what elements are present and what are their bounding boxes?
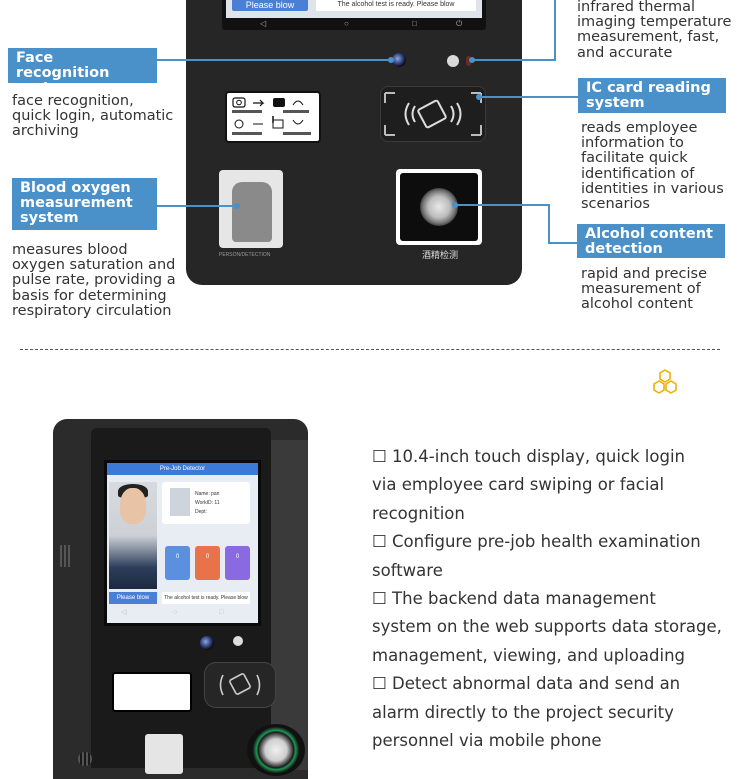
top-screen-message: The alcohol test is ready. Please blow xyxy=(316,0,476,11)
honeycomb-icon xyxy=(653,369,677,394)
infrared-connector-dot xyxy=(469,57,475,63)
bottom-blood-oxygen-sensor[interactable] xyxy=(145,734,183,774)
home-icon[interactable]: ○ xyxy=(344,19,349,28)
ic-card-description: reads employee information to facilitate… xyxy=(581,120,724,213)
top-screen-nav-bar: ◁ ○ □ ⏻ xyxy=(226,18,482,30)
ic-card-label: IC card reading system xyxy=(578,78,726,113)
feature-list: ☐ 10.4-inch touch display, quick login v… xyxy=(372,443,722,755)
bottom-sensor-icon xyxy=(233,636,243,646)
blood-oxygen-tile[interactable]: 0 xyxy=(195,546,220,580)
instruction-card xyxy=(225,91,321,143)
user-info-text: Name: pan WorkID: 11 Dept: xyxy=(195,491,220,515)
feature-line: via employee card swiping or facial xyxy=(372,475,665,495)
feature-line: recognition xyxy=(372,503,465,523)
infrared-sensor-led xyxy=(466,56,471,66)
spo2-caption: PERSON/DETECTION xyxy=(219,252,271,258)
home-icon[interactable]: ○ xyxy=(173,609,178,616)
infrared-connector-h xyxy=(474,59,556,61)
back-icon[interactable]: ◁ xyxy=(121,609,127,616)
feature-line: alarm directly to the project security xyxy=(372,702,674,722)
feature-line: management, viewing, and uploading xyxy=(372,645,686,665)
user-avatar xyxy=(170,488,190,516)
blood-oxygen-connector xyxy=(157,205,237,207)
alcohol-connector-v xyxy=(548,204,550,244)
bottom-blow-button[interactable]: Please blow xyxy=(109,592,157,604)
face-recognition-description: face recognition, quick login, automatic… xyxy=(12,93,174,140)
alcohol-detection-description: rapid and precise measurement of alcohol… xyxy=(581,266,708,313)
bottom-alcohol-nozzle-icon[interactable] xyxy=(247,724,305,776)
speaker-icon xyxy=(78,752,92,766)
blood-oxygen-connector-dot xyxy=(234,203,240,209)
infrared-description: infrared thermal imaging temperature mea… xyxy=(577,0,732,61)
nfc-card-icon xyxy=(384,92,482,136)
temperature-tile[interactable]: 0 xyxy=(165,546,190,580)
alcohol-connector-h2 xyxy=(548,242,577,244)
alcohol-connector-h xyxy=(456,204,550,206)
alcohol-nozzle-icon[interactable] xyxy=(420,188,458,226)
top-screen-blow-button[interactable]: Please blow xyxy=(232,0,308,11)
bottom-ic-card-reader[interactable] xyxy=(204,662,276,708)
face-camera-icon xyxy=(392,53,406,67)
recent-apps-icon[interactable]: □ xyxy=(412,19,417,28)
instruction-diagram-icon xyxy=(232,97,311,135)
power-icon[interactable]: ⏻ xyxy=(456,19,463,28)
recent-apps-icon[interactable]: □ xyxy=(219,609,224,616)
ic-card-connector xyxy=(480,96,578,98)
infrared-sensor-icon xyxy=(447,55,459,67)
ic-card-reader[interactable] xyxy=(380,86,486,142)
face-recognition-label: Face recognition system xyxy=(8,48,157,96)
finger-clip xyxy=(232,182,272,242)
bottom-screen-title: Pre-Job Detector xyxy=(107,463,258,475)
blood-oxygen-description: measures blood oxygen saturation and pul… xyxy=(12,242,176,319)
user-photo-face xyxy=(120,488,146,524)
feature-line: ☐ Configure pre-job health examination xyxy=(372,532,701,552)
blood-oxygen-label: Blood oxygen measurement system xyxy=(12,178,157,230)
alcohol-panel-label: 酒精检测 xyxy=(421,251,458,261)
feature-line: ☐ Detect abnormal data and send an xyxy=(372,674,681,694)
bottom-nfc-icon xyxy=(219,673,261,696)
infrared-connector xyxy=(554,0,556,61)
alcohol-detection-label: Alcohol content detection system xyxy=(577,224,725,272)
section-divider xyxy=(20,349,720,350)
feature-line: system on the web supports data storage, xyxy=(372,617,722,637)
alcohol-connector-dot xyxy=(452,202,458,208)
face-connector-dot xyxy=(388,57,394,63)
face-connector xyxy=(157,59,391,61)
bottom-ready-text: The alcohol test is ready. Please blow xyxy=(162,592,250,604)
speaker-grille-icon xyxy=(60,545,72,567)
back-icon[interactable]: ◁ xyxy=(260,19,267,28)
feature-line: personnel via mobile phone xyxy=(372,731,602,751)
feature-line: software xyxy=(372,560,443,580)
feature-line: ☐ 10.4-inch touch display, quick login xyxy=(372,447,686,466)
bottom-instruction-card xyxy=(112,672,192,712)
bottom-device-side xyxy=(270,440,308,770)
bottom-camera-icon xyxy=(200,636,214,650)
feature-line: ☐ The backend data management xyxy=(372,589,656,609)
bottom-screen-nav-bar: ◁ ○ □ xyxy=(107,608,258,618)
alcohol-tile[interactable]: 0 xyxy=(225,546,250,580)
ic-card-connector-dot xyxy=(476,94,482,100)
